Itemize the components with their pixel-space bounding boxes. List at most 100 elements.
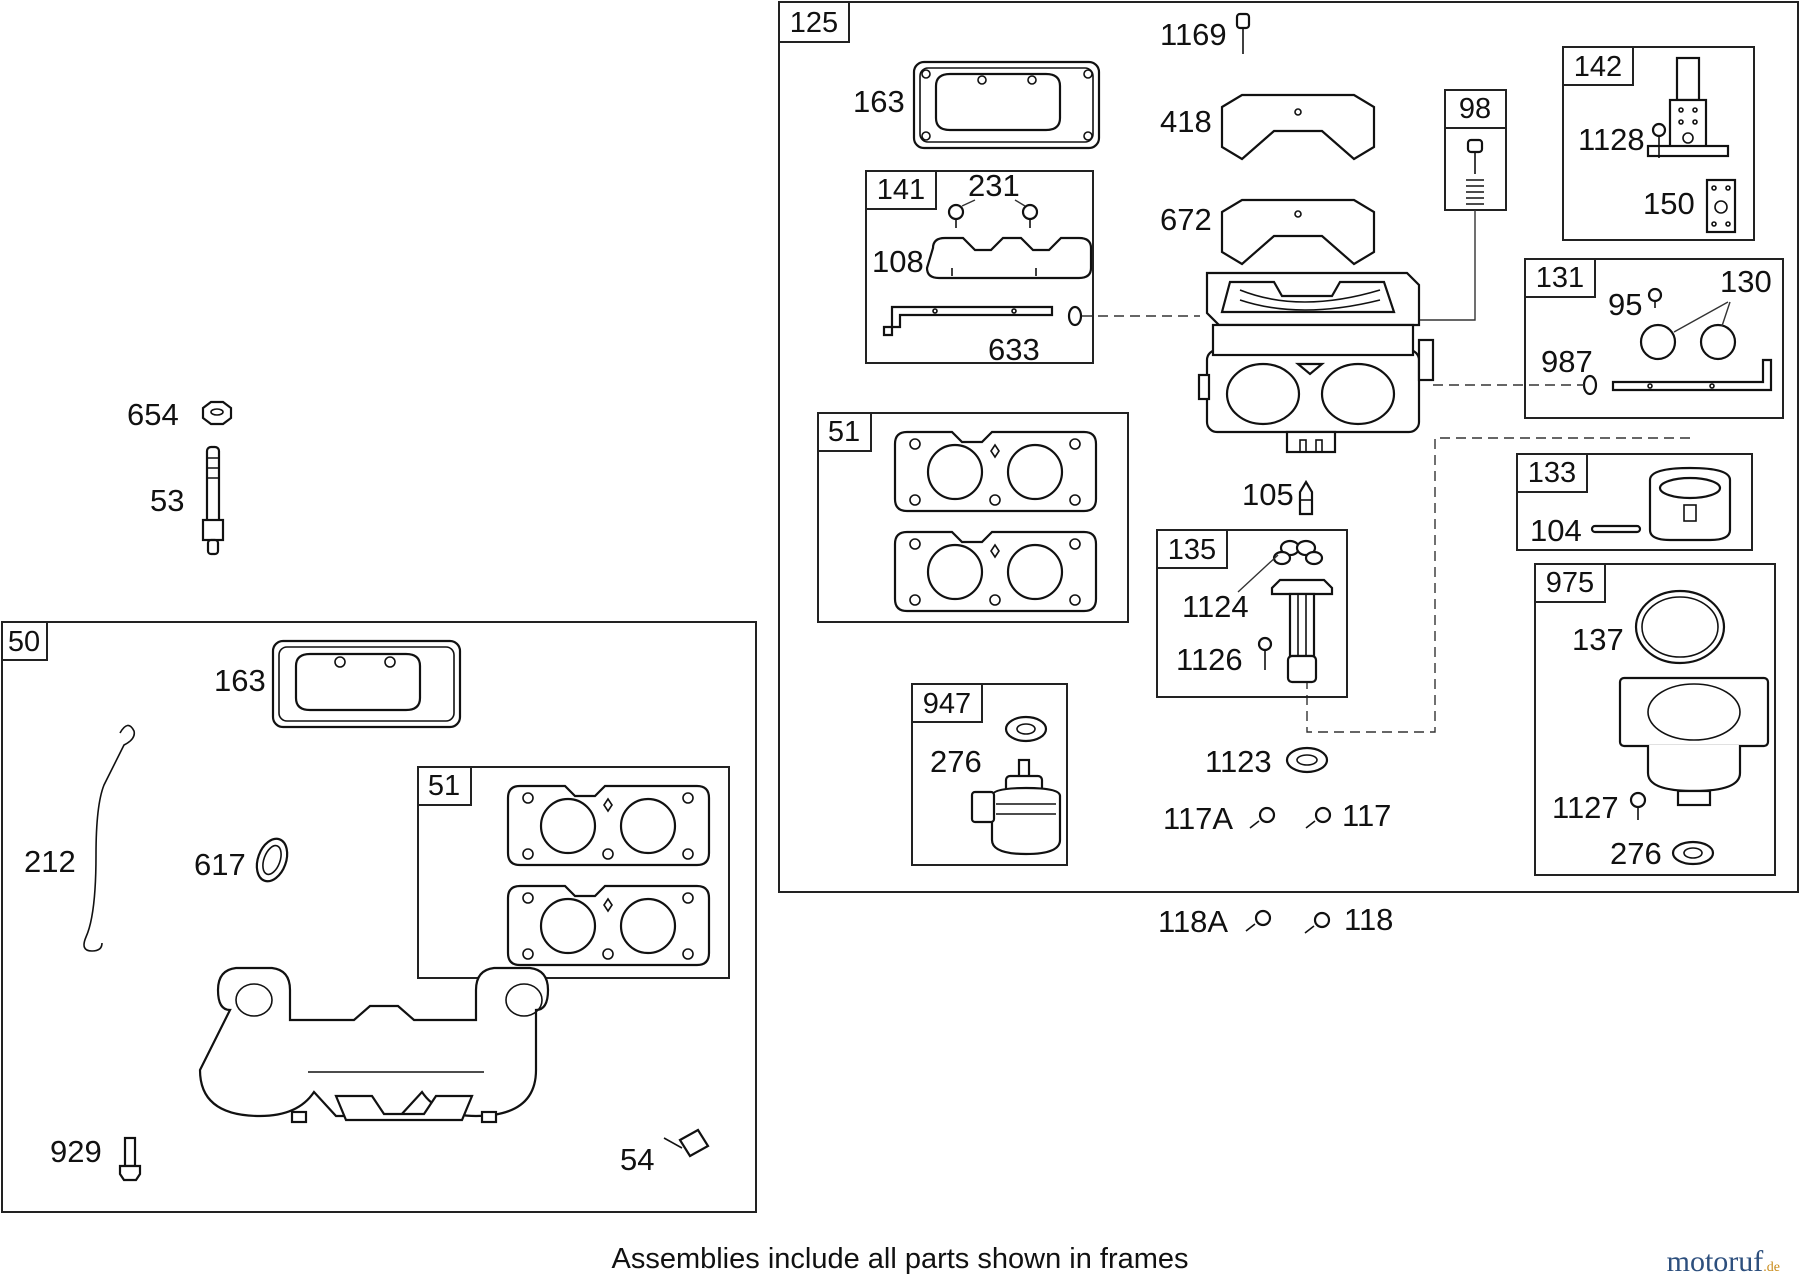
brand-tld: .de [1763,1260,1780,1275]
frame-947 [911,683,1068,866]
label-1169: 1169 [1160,17,1227,52]
plate-672 [1220,198,1376,266]
washer-276-bowl [1671,840,1715,866]
screw-95 [1647,287,1663,308]
o-rings-1124 [1237,539,1324,593]
label-617: 617 [194,847,246,882]
frame-51-bottom [417,766,730,979]
frame-975-label: 975 [1546,567,1594,599]
float-bowl-975 [1618,676,1770,807]
frame-51-top-label: 51 [828,416,860,448]
shaft-633 [882,305,1083,337]
throttle-plates-130 [1639,301,1737,361]
label-53: 53 [150,483,184,518]
label-929: 929 [50,1134,102,1169]
gasket-51-top-a [893,430,1098,513]
label-150: 150 [1643,186,1695,221]
frame-142-tag [1562,46,1634,86]
frame-142-label: 142 [1574,51,1622,83]
washer-1123 [1285,746,1329,774]
label-117A: 117A [1163,801,1233,836]
shaft-987 [1582,358,1773,396]
gasket-137 [1634,589,1726,665]
idle-screw-98 [1466,138,1484,205]
brand-name: motoruf [1666,1245,1764,1278]
frame-141-label: 141 [877,174,925,206]
gasket-163-exhaust [271,639,462,729]
label-1126: 1126 [1176,642,1243,677]
label-118A: 118A [1158,904,1228,939]
frame-51-bottom-label: 51 [428,770,460,802]
frame-125-tag [778,1,850,43]
label-1123: 1123 [1205,744,1272,779]
frame-133-tag [1516,453,1588,493]
bracket-142 [1646,56,1730,158]
screw-1169 [1235,12,1251,54]
gasket-51-top-b [893,530,1098,613]
frame-141 [865,170,1094,364]
gasket-51-bottom-a [506,784,711,867]
frame-135 [1156,529,1348,698]
label-1124: 1124 [1182,589,1249,624]
gasket-51-bottom-b [506,884,711,967]
screw-1127 [1629,791,1647,820]
screw-117A [1249,806,1276,829]
label-231: 231 [968,168,1020,203]
screw-54 [663,1128,710,1158]
frame-51-top [817,412,1129,623]
stud-53 [201,445,225,556]
frame-135-label: 135 [1168,534,1216,566]
screw-118A [1245,909,1272,932]
screw-231 [947,199,1039,228]
label-130: 130 [1720,264,1772,299]
screw-118 [1304,911,1331,934]
screw-117 [1305,806,1332,829]
float-133 [1648,466,1732,542]
label-212: 212 [24,844,76,879]
pin-104 [1590,524,1642,534]
plate-418 [1220,93,1376,161]
label-1127: 1127 [1552,790,1619,825]
frame-51-top-tag [817,412,872,452]
frame-98-tag [1444,89,1507,129]
frame-131 [1524,258,1784,419]
label-54: 54 [620,1142,654,1177]
frame-50-label: 50 [8,626,40,658]
label-987: 987 [1541,344,1593,379]
label-276-solenoid: 276 [930,744,982,779]
plate-150 [1705,178,1737,234]
fuel-solenoid-947 [970,758,1062,856]
frame-975-tag [1534,563,1606,603]
frame-135-tag [1156,529,1228,569]
frame-142 [1562,46,1755,241]
label-1128: 1128 [1578,122,1645,157]
leader-133 [1306,437,1690,733]
washer-276-solenoid [1004,715,1048,743]
label-163-exhaust: 163 [214,663,266,698]
frame-98-label: 98 [1459,93,1491,125]
label-104: 104 [1530,513,1582,548]
frame-947-tag [911,683,983,723]
gasket-163-top [912,60,1101,150]
rod-212 [83,724,136,952]
screw-1126 [1257,636,1273,670]
label-654: 654 [127,397,179,432]
frame-50 [1,621,757,1213]
frame-125 [778,1,1799,893]
label-95: 95 [1608,287,1642,322]
brand-logo[interactable]: motoruf.de [1667,1245,1780,1279]
label-108: 108 [872,244,924,279]
frame-131-tag [1524,258,1596,298]
frame-131-label: 131 [1536,262,1584,294]
frame-975 [1534,563,1776,876]
leader-98 [1420,210,1476,321]
frame-141-tag [865,170,937,210]
label-633: 633 [988,332,1040,367]
gasket-617 [255,837,289,883]
nut-654 [201,400,233,426]
plate-108 [925,236,1093,280]
label-117: 117 [1342,798,1391,833]
frame-133 [1516,453,1753,551]
needle-105 [1298,479,1314,516]
